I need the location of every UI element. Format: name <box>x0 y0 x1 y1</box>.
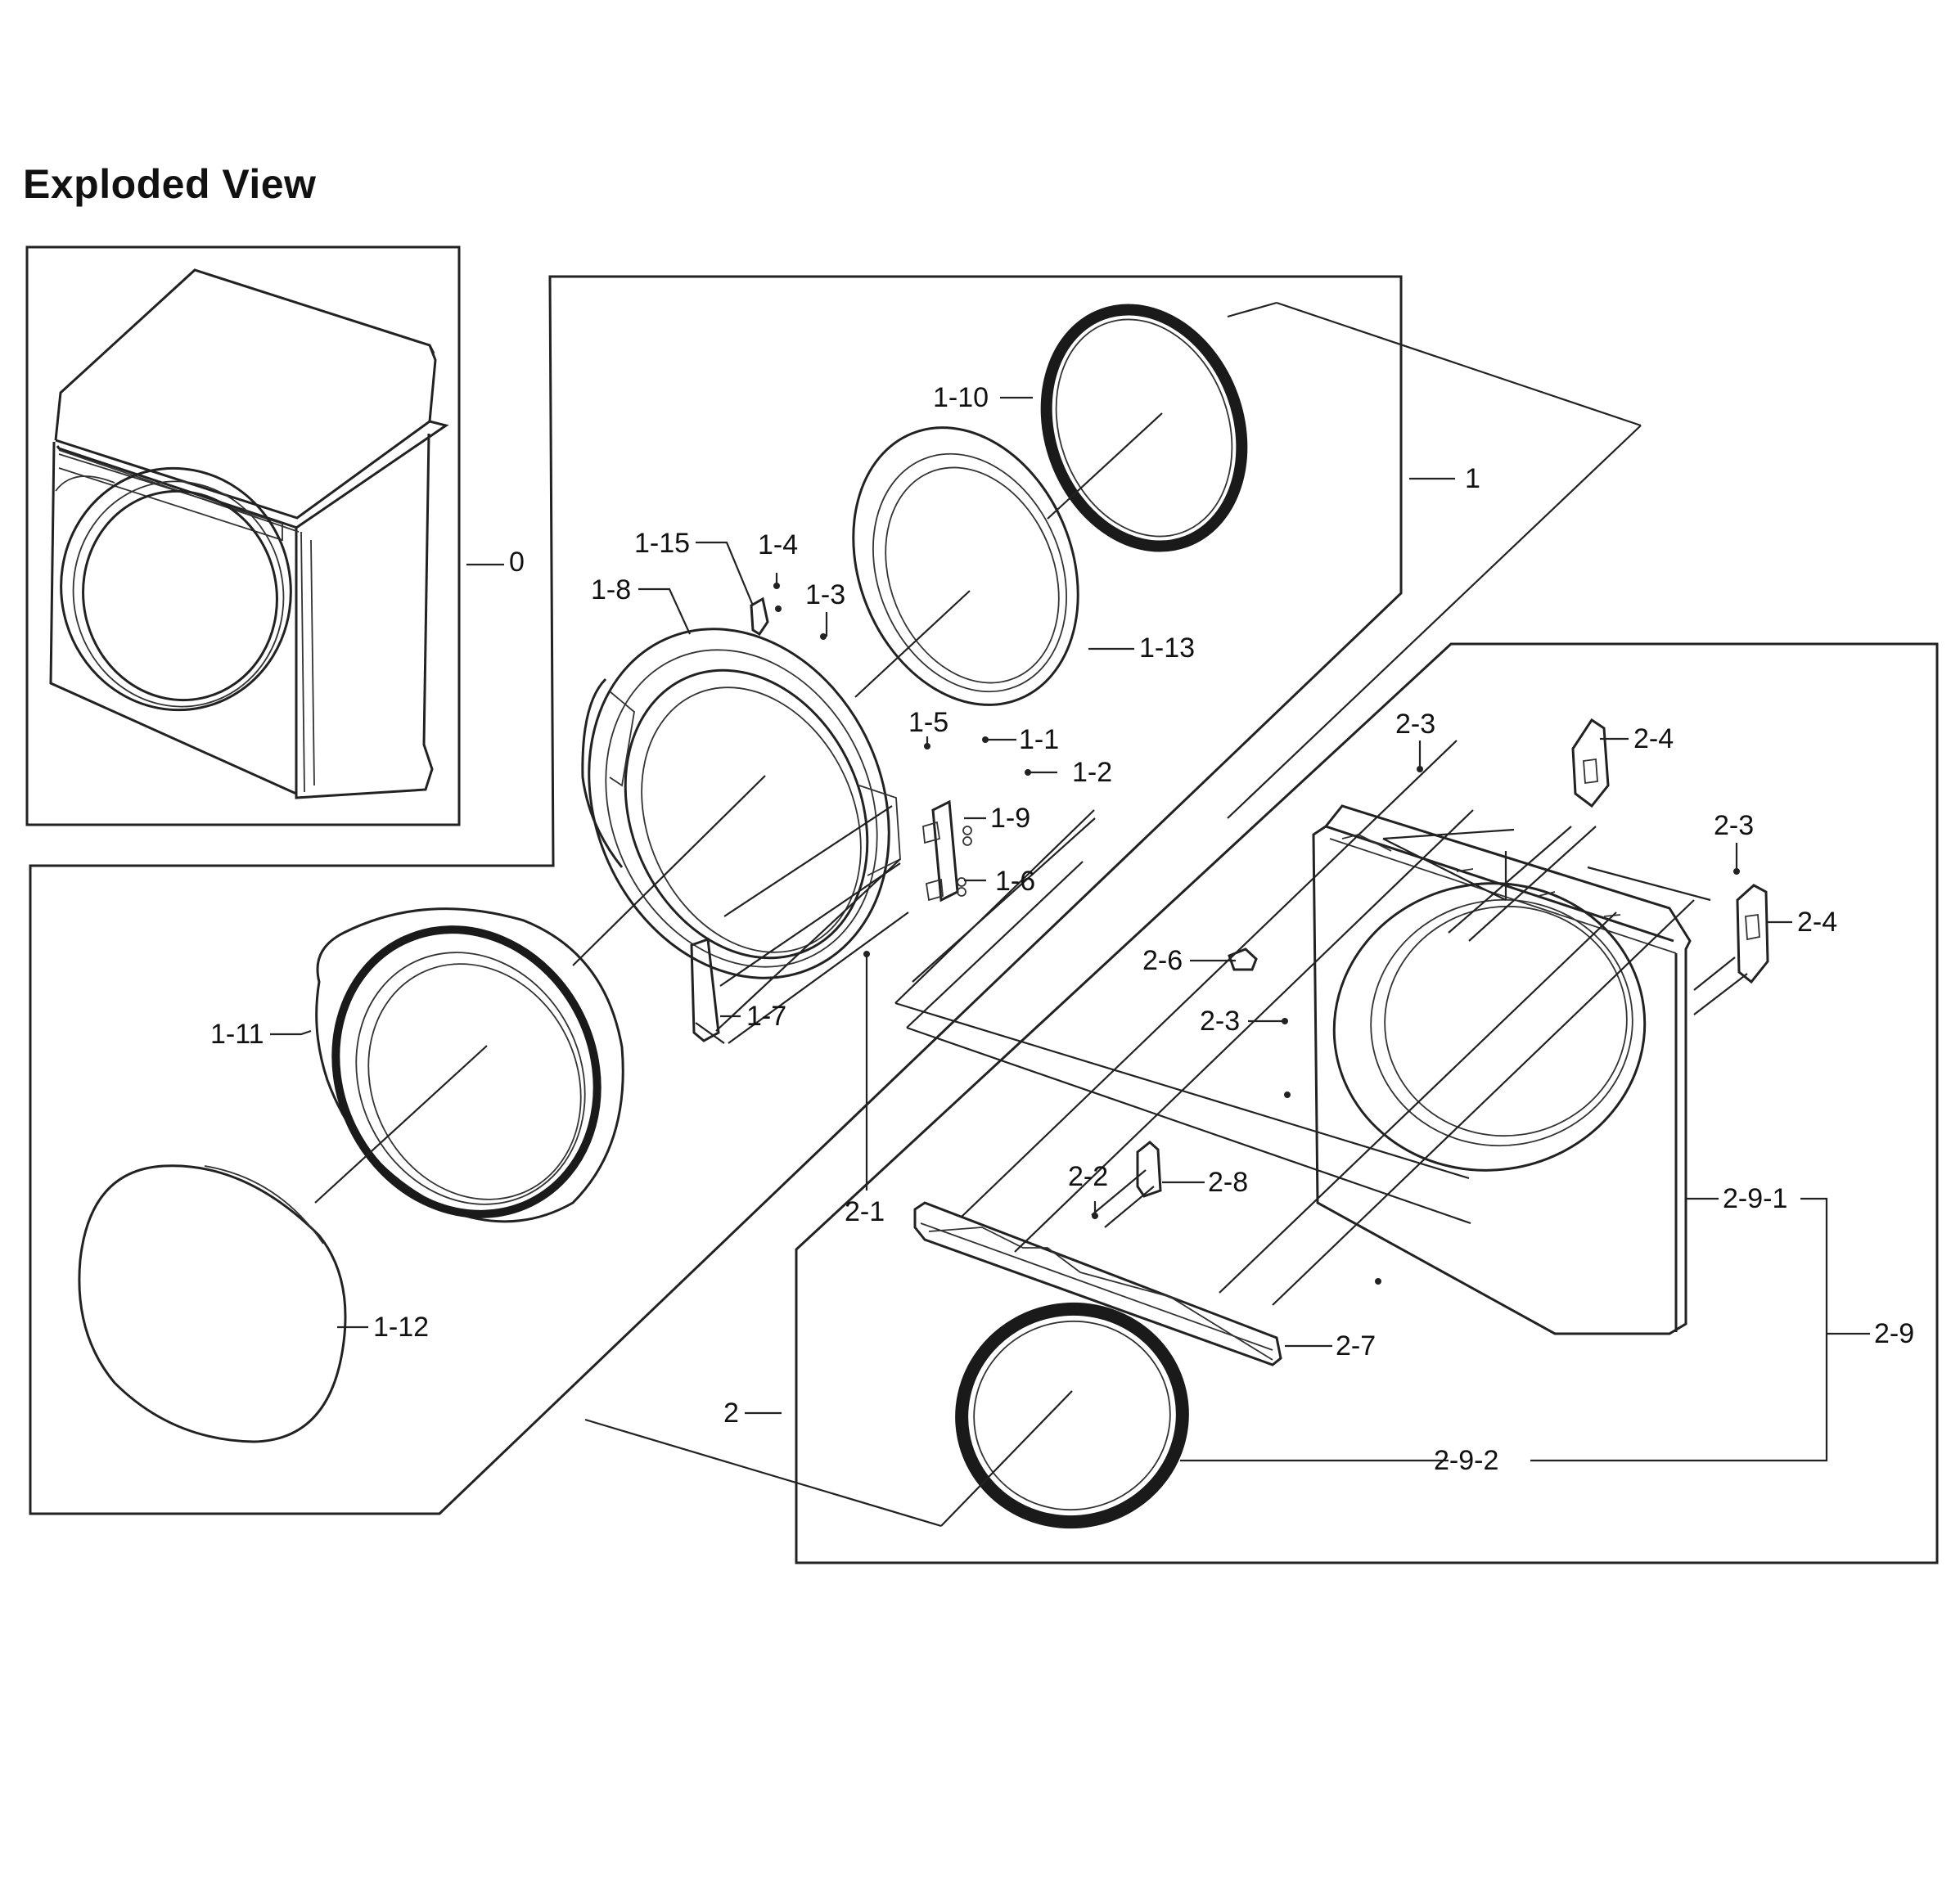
label-part-1-10: 1-10 <box>933 382 989 413</box>
frame-assembly-0 <box>25 245 461 826</box>
label-part-1-7: 1-7 <box>746 1001 786 1032</box>
frame-assembly-2 <box>795 642 1939 1564</box>
label-part-2-7: 2-7 <box>1336 1330 1376 1362</box>
label-leaders <box>270 396 1870 1462</box>
label-part-2-3-right: 2-3 <box>1714 810 1754 841</box>
label-part-2-4-right: 2-4 <box>1797 907 1837 938</box>
label-part-2-4-top: 2-4 <box>1633 723 1674 754</box>
front-gasket <box>955 1302 1189 1529</box>
label-part-2-2: 2-2 <box>1068 1161 1108 1192</box>
label-part-1-12: 1-12 <box>373 1312 429 1343</box>
label-part-1-1: 1-1 <box>1019 724 1059 755</box>
label-part-1-9: 1-9 <box>990 803 1030 834</box>
label-part-1-11: 1-11 <box>210 1019 264 1050</box>
frames <box>25 245 1939 1564</box>
control-panel-bar <box>913 1201 1282 1366</box>
label-part-1-8: 1-8 <box>591 574 631 605</box>
machine-illustration <box>49 268 449 799</box>
label-part-1: 1 <box>1465 463 1480 494</box>
door-glass <box>852 426 1079 706</box>
label-part-1-5: 1-5 <box>908 707 948 738</box>
label-part-1-6: 1-6 <box>995 866 1035 897</box>
label-part-2-9-1: 2-9-1 <box>1723 1183 1787 1214</box>
front-panel <box>1312 804 1692 1335</box>
door-gasket-ring <box>1040 304 1248 552</box>
label-part-2-3-mid: 2-3 <box>1200 1006 1240 1037</box>
label-part-1-2: 1-2 <box>1072 757 1112 788</box>
front-gasket-inner <box>973 1320 1171 1511</box>
page-title: Exploded View <box>23 161 317 207</box>
label-part-2-9-2: 2-9-2 <box>1434 1445 1498 1476</box>
explosion-lines <box>314 301 1748 1528</box>
door-frame <box>581 628 901 979</box>
outer-door <box>315 907 624 1223</box>
label-part-1-3: 1-3 <box>805 579 845 610</box>
label-part-2-8: 2-8 <box>1208 1167 1248 1198</box>
door-gasket-ring-inner <box>1055 318 1233 538</box>
small-parts <box>690 583 1769 1285</box>
door-cover <box>78 1164 347 1443</box>
part-labels: 0 1 1-10 1-13 1-15 1-4 1-8 1-3 1-5 1-1 1… <box>210 382 1914 1476</box>
label-part-2-9: 2-9 <box>1874 1318 1914 1349</box>
label-part-1-13: 1-13 <box>1139 632 1195 664</box>
label-part-2-1: 2-1 <box>845 1196 885 1227</box>
frame-assembly-1 <box>29 275 1403 1515</box>
label-part-1-15: 1-15 <box>634 528 690 559</box>
label-part-2-6: 2-6 <box>1142 945 1183 976</box>
label-part-2-3-top: 2-3 <box>1395 709 1435 740</box>
label-part-0: 0 <box>509 547 525 578</box>
label-part-1-4: 1-4 <box>758 529 798 560</box>
label-part-2: 2 <box>723 1398 739 1429</box>
